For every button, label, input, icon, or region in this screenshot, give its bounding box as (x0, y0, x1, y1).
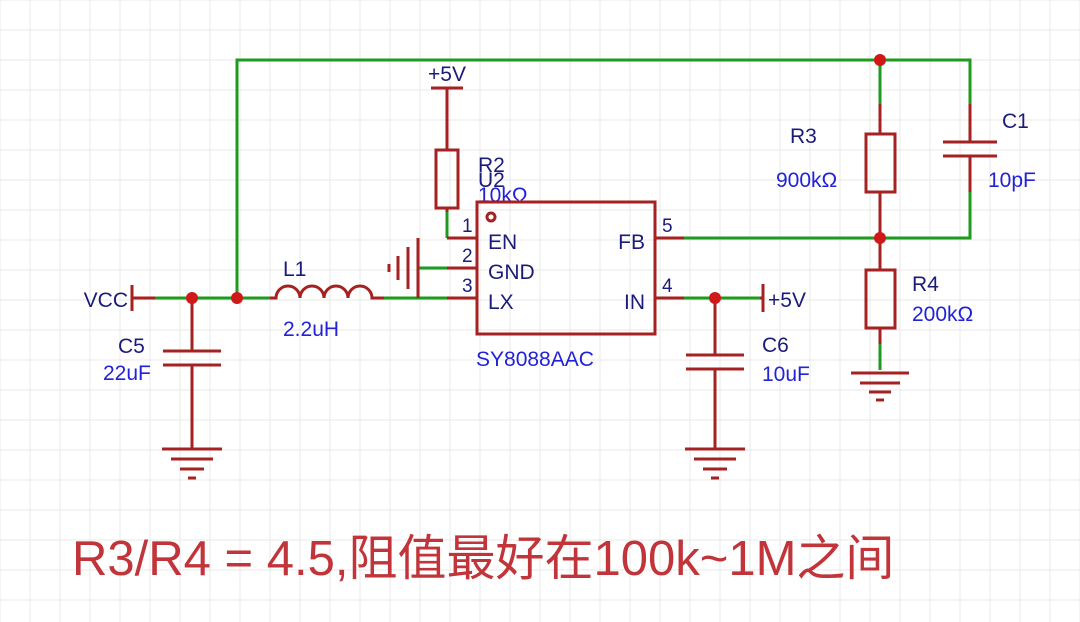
r3-designator: R3 (790, 125, 817, 148)
c6-designator: C6 (762, 334, 789, 357)
u2-pin5-name: FB (618, 231, 645, 254)
junction-dot (186, 292, 198, 304)
r3-resistor: R3 900kΩ (776, 104, 897, 238)
u2-pin2-number: 2 (462, 246, 473, 267)
r4-ground-icon (851, 371, 909, 402)
u2-body (475, 200, 657, 336)
c1-capacitor: C1 10pF (943, 104, 1036, 192)
u2-pin1-marker (485, 211, 497, 223)
l1-inductor: L1 2.2uH (270, 258, 384, 341)
c1-designator: C1 (1002, 110, 1029, 133)
u2-gnd-ground-icon (387, 238, 420, 298)
c5-capacitor: C5 22uF (103, 298, 221, 449)
r4-value: 200kΩ (912, 303, 973, 326)
u2-part-number: SY8088AAC (476, 348, 594, 371)
l1-designator: L1 (283, 258, 306, 281)
c5-value: 22uF (103, 362, 151, 385)
junction-dot (709, 292, 721, 304)
u2-ic: U2 1 EN 2 GND 3 LX 4 IN 5 FB SY8088AAC (447, 169, 684, 371)
junctions (186, 54, 886, 304)
fb-wire (684, 192, 972, 240)
wires (155, 58, 972, 370)
u2-pin2-name: GND (488, 261, 535, 284)
c5-designator: C5 (118, 335, 145, 358)
r4-resistor: R4 200kΩ (864, 238, 973, 344)
l1-value: 2.2uH (283, 318, 339, 341)
r4-designator: R4 (912, 273, 939, 296)
vcc-label: VCC (84, 289, 128, 312)
vcc-net-label: VCC (84, 285, 155, 312)
plus5v-right-label: +5V (768, 289, 806, 312)
c1-value: 10pF (988, 169, 1036, 192)
c6-capacitor: C6 10uF (686, 298, 810, 449)
c5-ground-icon (162, 447, 222, 480)
ratio-caption: R3/R4 = 4.5,阻值最好在100k~1M之间 (72, 532, 894, 586)
junction-dot (231, 292, 243, 304)
junction-dot (874, 232, 886, 244)
feedback-top-wire (235, 58, 972, 298)
u2-pin3-name: LX (488, 291, 514, 314)
plus5v-right-net-label: +5V (760, 284, 806, 312)
u2-pin1-number: 1 (462, 216, 473, 237)
c6-value: 10uF (762, 363, 810, 386)
plus5v-top-label: +5V (428, 63, 466, 86)
junction-dot (874, 54, 886, 66)
u2-pin4-number: 4 (662, 276, 673, 297)
u2-pin3-number: 3 (462, 276, 473, 297)
u2-pin4-name: IN (624, 291, 645, 314)
c6-ground-icon (685, 447, 745, 480)
u2-designator: U2 (478, 169, 505, 192)
u2-pin5-number: 5 (662, 216, 673, 237)
u2-pin1-name: EN (488, 231, 517, 254)
r2-designator: R2 (478, 154, 505, 177)
plus5v-top-net-label: +5V (428, 63, 466, 90)
r3-value: 900kΩ (776, 169, 837, 192)
